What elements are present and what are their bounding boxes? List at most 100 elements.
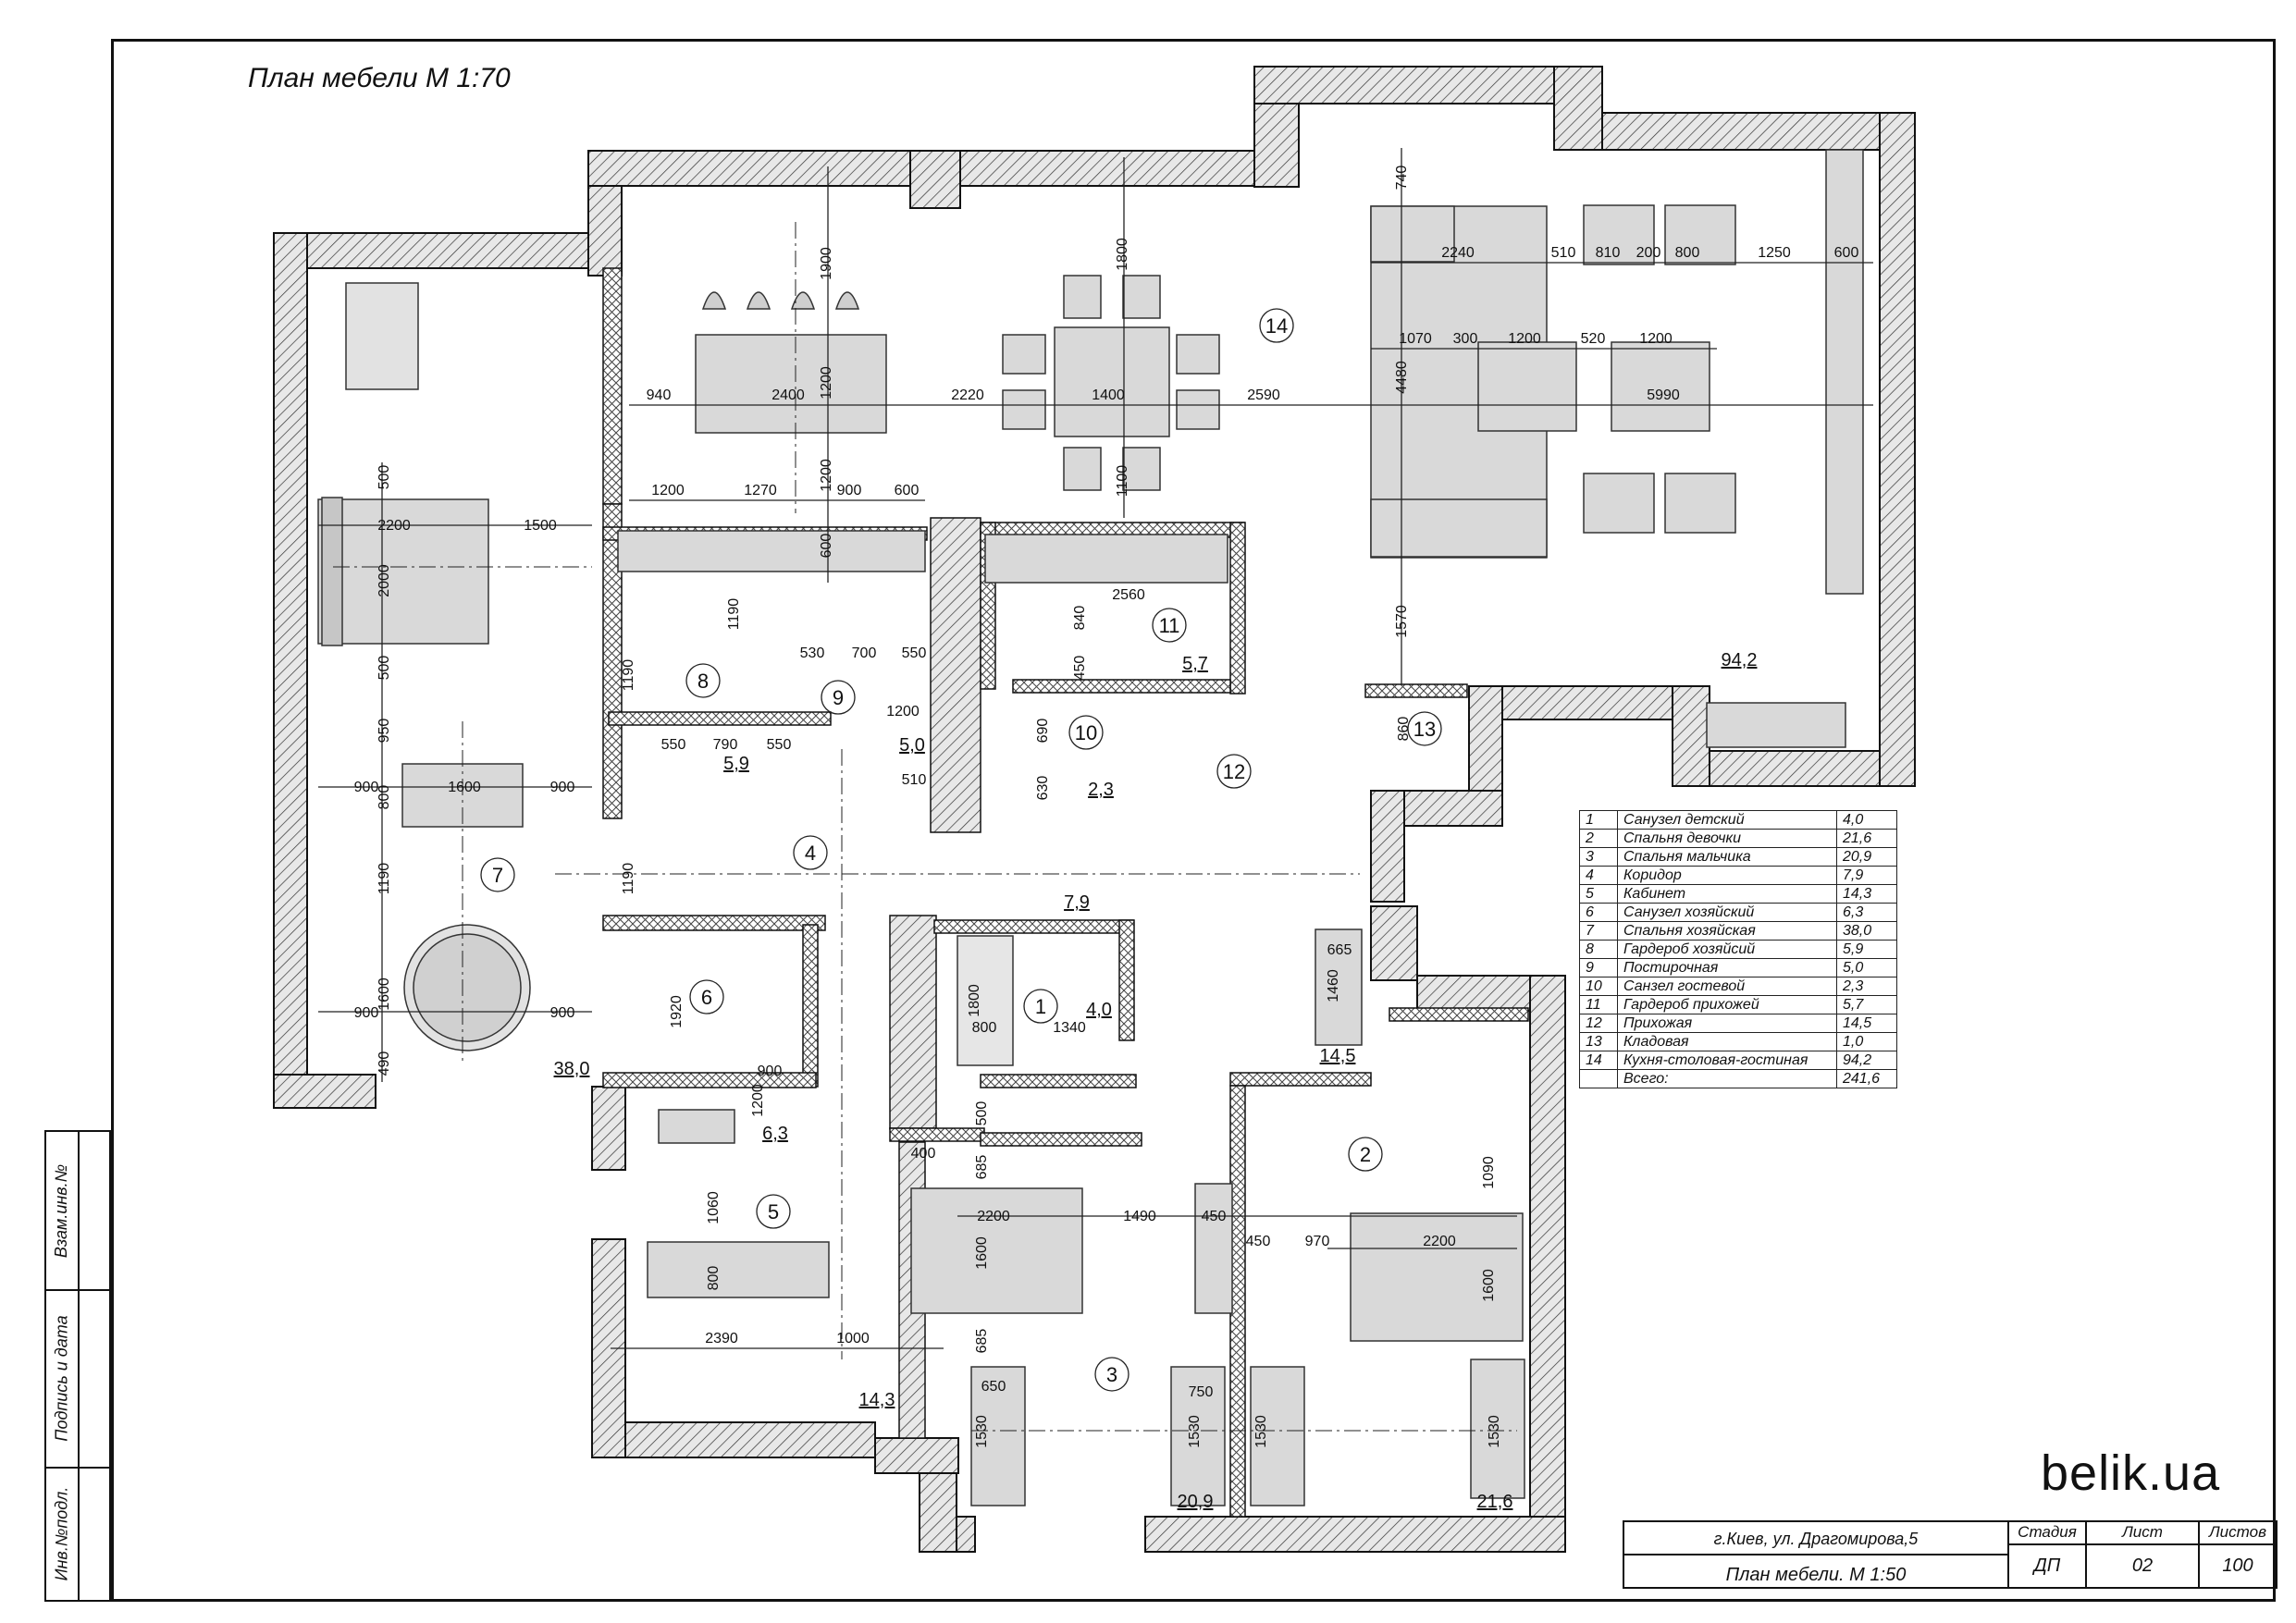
dim-450-girl: 450 — [1246, 1234, 1271, 1249]
dim-1070: 1070 — [1399, 331, 1432, 347]
area-7-9: 7,9 — [1064, 892, 1090, 913]
dim-900-bench-l: 900 — [354, 780, 379, 795]
dim-1800: 1800 — [1115, 238, 1130, 271]
dim-1250: 1250 — [1758, 245, 1791, 261]
dim-200: 200 — [1636, 245, 1661, 261]
dim-810: 810 — [1596, 245, 1621, 261]
legend-area: 38,0 — [1836, 921, 1897, 941]
dim-1530-a: 1530 — [974, 1415, 990, 1448]
dim-790: 790 — [713, 737, 738, 753]
legend-name: Спальня хозяйская — [1617, 921, 1837, 941]
legend-name: Гардероб хозяйсий — [1617, 940, 1837, 959]
dim-1900: 1900 — [819, 247, 834, 280]
logo: belik.ua — [2041, 1445, 2221, 1501]
dim-900-bench-r: 900 — [550, 780, 575, 795]
dim-2590: 2590 — [1247, 387, 1280, 403]
room-markers: 1 2 3 4 5 6 7 8 9 10 11 12 13 14 — [480, 308, 1442, 1392]
dim-1920: 1920 — [669, 995, 685, 1028]
dim-900-bath-l: 900 — [354, 1005, 379, 1021]
dim-1190-wardrobe: 1190 — [621, 659, 636, 692]
legend-number: 14 — [1579, 1051, 1618, 1070]
dim-1060: 1060 — [706, 1191, 722, 1224]
dim-1500: 1500 — [524, 518, 557, 534]
dim-2220: 2220 — [951, 387, 984, 403]
legend-area: 5,9 — [1836, 940, 1897, 959]
furniture — [317, 149, 1864, 1506]
dim-650: 650 — [981, 1379, 1006, 1395]
dim-950: 950 — [376, 719, 392, 744]
dim-1460: 1460 — [1326, 969, 1341, 1002]
dim-840: 840 — [1072, 606, 1088, 631]
title-block: г.Киев, ул. Драгомирова,5 План мебели. М… — [1623, 1520, 2277, 1590]
legend-area: 1,0 — [1836, 1032, 1897, 1051]
legend-number: 11 — [1579, 995, 1618, 1014]
area-94-2: 94,2 — [1722, 650, 1758, 670]
area-5-9: 5,9 — [723, 754, 749, 774]
legend-number: 9 — [1579, 958, 1618, 977]
dim-600-window: 600 — [1834, 245, 1859, 261]
dim-1800-bathtub: 1800 — [967, 984, 982, 1017]
dim-685-bottom: 685 — [974, 1329, 990, 1354]
legend-number: 6 — [1579, 903, 1618, 922]
stamp-stage-header: Стадия — [2007, 1520, 2087, 1545]
dim-970: 970 — [1305, 1234, 1330, 1249]
room-12: 12 — [1223, 760, 1245, 783]
dim-800-bench: 800 — [376, 785, 392, 810]
legend-area: 7,9 — [1836, 866, 1897, 885]
dim-1100: 1100 — [1115, 465, 1130, 498]
legend-area: 21,6 — [1836, 829, 1897, 848]
dim-685-top: 685 — [974, 1155, 990, 1180]
dim-900-bath-r: 900 — [550, 1005, 575, 1021]
legend-number: 12 — [1579, 1014, 1618, 1033]
legend-number: 4 — [1579, 866, 1618, 885]
legend-number: 2 — [1579, 829, 1618, 848]
address: г.Киев, ул. Драгомирова,5 — [1624, 1522, 2007, 1555]
dim-2390: 2390 — [705, 1331, 738, 1346]
legend-name: Коридор — [1617, 866, 1837, 885]
dim-1270: 1270 — [744, 483, 777, 498]
legend-area: 94,2 — [1836, 1051, 1897, 1070]
dim-860: 860 — [1396, 717, 1412, 742]
dim-530: 530 — [800, 646, 825, 661]
dim-1190-wardrobe-top: 1190 — [726, 598, 742, 631]
dim-1530-c: 1530 — [1253, 1415, 1269, 1448]
room-1: 1 — [1035, 995, 1046, 1018]
dim-1200-table2: 1200 — [1639, 331, 1673, 347]
legend-number: 13 — [1579, 1032, 1618, 1051]
room-5: 5 — [768, 1200, 779, 1223]
legend-total-blank — [1579, 1069, 1618, 1088]
dim-800-bathtub: 800 — [972, 1020, 997, 1036]
legend-name: Спальня девочки — [1617, 829, 1837, 848]
area-21-6: 21,6 — [1477, 1492, 1513, 1512]
legend-total-label: Всего: — [1617, 1069, 1837, 1088]
drawing-title: План мебели М 1:70 — [248, 63, 511, 93]
dim-1400: 1400 — [1092, 387, 1125, 403]
dim-2200-bed: 2200 — [377, 518, 411, 534]
room-8: 8 — [697, 670, 709, 693]
dim-500-top: 500 — [376, 465, 392, 490]
area-5-7: 5,7 — [1182, 654, 1208, 674]
legend-area: 14,5 — [1836, 1014, 1897, 1033]
dim-1200-bath6: 1200 — [750, 1084, 766, 1117]
legend-area: 6,3 — [1836, 903, 1897, 922]
dim-2240: 2240 — [1441, 245, 1475, 261]
legend-number: 10 — [1579, 977, 1618, 996]
legend-name: Санузел детский — [1617, 810, 1837, 830]
dim-2400: 2400 — [772, 387, 805, 403]
room-6: 6 — [701, 986, 712, 1009]
dim-550-wardrobe-l: 550 — [661, 737, 686, 753]
legend-name: Спальня мальчика — [1617, 847, 1837, 867]
dim-1600-bench: 1600 — [448, 780, 481, 795]
dim-500-bottom: 500 — [376, 656, 392, 681]
dim-1200-kitchen-v: 1200 — [819, 459, 834, 492]
dimension-labels: 940 2400 2220 1400 2590 5990 1900 1800 1… — [354, 166, 1859, 1448]
area-4-0: 4,0 — [1086, 1000, 1112, 1020]
side-stamp: Взам.инв.№ Подпись и дата Инв.№подл. — [44, 1130, 113, 1602]
